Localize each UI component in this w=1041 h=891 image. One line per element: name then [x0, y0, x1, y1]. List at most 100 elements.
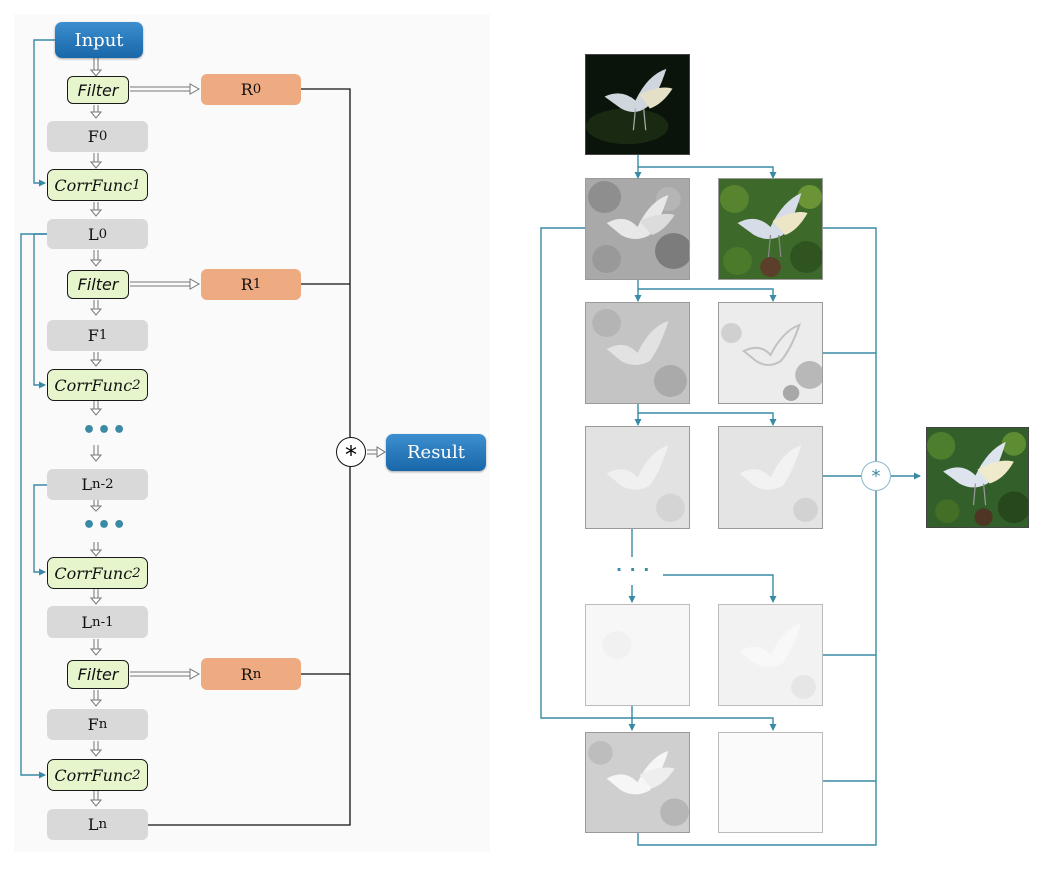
corrfunc-label: CorrFunc — [54, 765, 133, 785]
skip-link — [33, 233, 47, 389]
down-arrow — [89, 300, 103, 316]
corrfunc-subscript: 2 — [132, 377, 141, 393]
ln-1-label: L — [81, 612, 93, 632]
f0-subscript: 0 — [98, 129, 108, 144]
right-arrow — [130, 278, 201, 290]
down-arrow — [89, 500, 103, 512]
filter-box-0: Filter — [67, 76, 129, 104]
filter-label: Filter — [77, 80, 119, 100]
combine-symbol-right: * — [861, 461, 891, 491]
down-arrow — [89, 401, 103, 416]
filter-label: Filter — [77, 665, 119, 684]
input-label: Input — [74, 29, 124, 51]
fn-label: F — [87, 715, 99, 734]
rn-subscript: n — [252, 666, 262, 682]
right-arrow — [367, 446, 386, 458]
corrfunc-label: CorrFunc — [54, 563, 133, 583]
down-arrow — [89, 58, 103, 77]
split-link — [637, 404, 777, 426]
ellipsis-lower: ••• — [82, 513, 128, 538]
ellipsis-upper: ••• — [82, 418, 128, 443]
down-arrow — [89, 250, 103, 267]
result-image — [926, 427, 1029, 528]
color-image-0 — [718, 178, 823, 280]
filter-label: Filter — [77, 275, 119, 294]
down-arrow — [89, 791, 103, 807]
skip-link — [33, 39, 55, 187]
r1-label: R — [240, 275, 253, 294]
skip-link — [20, 233, 47, 779]
r0-subscript: 0 — [252, 82, 262, 97]
down-arrow — [89, 153, 103, 169]
gray-image-last — [585, 732, 690, 833]
down-arrow — [89, 639, 103, 656]
down-arrow — [89, 105, 103, 119]
right-arrow — [130, 668, 201, 680]
ln-label: L — [87, 815, 99, 834]
ln-2-subscript: n-2 — [92, 477, 114, 492]
r1-subscript: 1 — [252, 277, 262, 292]
r0-label: R — [240, 80, 253, 99]
skip-link — [540, 227, 632, 719]
gray-image-n — [585, 604, 690, 706]
fn-subscript: n — [98, 717, 108, 732]
right-arrow — [130, 83, 201, 95]
collector-line — [637, 227, 877, 846]
l0-label: L — [87, 224, 99, 244]
input-box: Input — [55, 22, 143, 58]
f0-label: F — [87, 127, 99, 146]
down-arrow — [89, 542, 103, 557]
combine-symbol: * — [336, 437, 366, 469]
gray-image-2 — [585, 426, 690, 529]
rn-label: R — [240, 664, 253, 684]
f1-label: F — [87, 326, 99, 345]
detail-image-n — [718, 604, 823, 706]
down-arrow — [89, 352, 103, 367]
l0-subscript: 0 — [98, 226, 108, 242]
ln-1-subscript: n-1 — [92, 614, 114, 630]
result-label: Result — [406, 442, 466, 463]
filter-box-1: Filter — [67, 270, 129, 299]
down-arrow — [89, 202, 103, 217]
detail-image-1 — [718, 302, 823, 404]
combine-symbol-right-text: * — [871, 465, 881, 487]
corrfunc-subscript: 2 — [132, 565, 141, 581]
collector-lines — [148, 88, 351, 826]
detail-image-2 — [718, 426, 823, 529]
corrfunc-label: CorrFunc — [54, 175, 133, 195]
corrfunc-subscript: 2 — [132, 767, 141, 783]
gray-image-0 — [585, 178, 690, 280]
filter-box-n: Filter — [67, 660, 129, 689]
result-box: Result — [386, 434, 486, 471]
input-image — [585, 54, 690, 155]
split-link — [637, 280, 777, 302]
ln-2-label: L — [81, 475, 93, 494]
down-arrow — [89, 445, 103, 462]
down-arrow — [89, 690, 103, 707]
f1-subscript: 1 — [98, 328, 108, 343]
split-link — [637, 155, 777, 179]
ln-subscript: n — [98, 817, 108, 832]
split-link — [663, 574, 777, 603]
skip-link — [632, 717, 777, 731]
corrfunc-label: CorrFunc — [54, 375, 133, 395]
down-arrow — [89, 741, 103, 757]
ellipsis-right: · · · — [616, 560, 651, 579]
corrfunc-subscript: 1 — [132, 177, 141, 193]
down-arrow — [89, 589, 103, 605]
